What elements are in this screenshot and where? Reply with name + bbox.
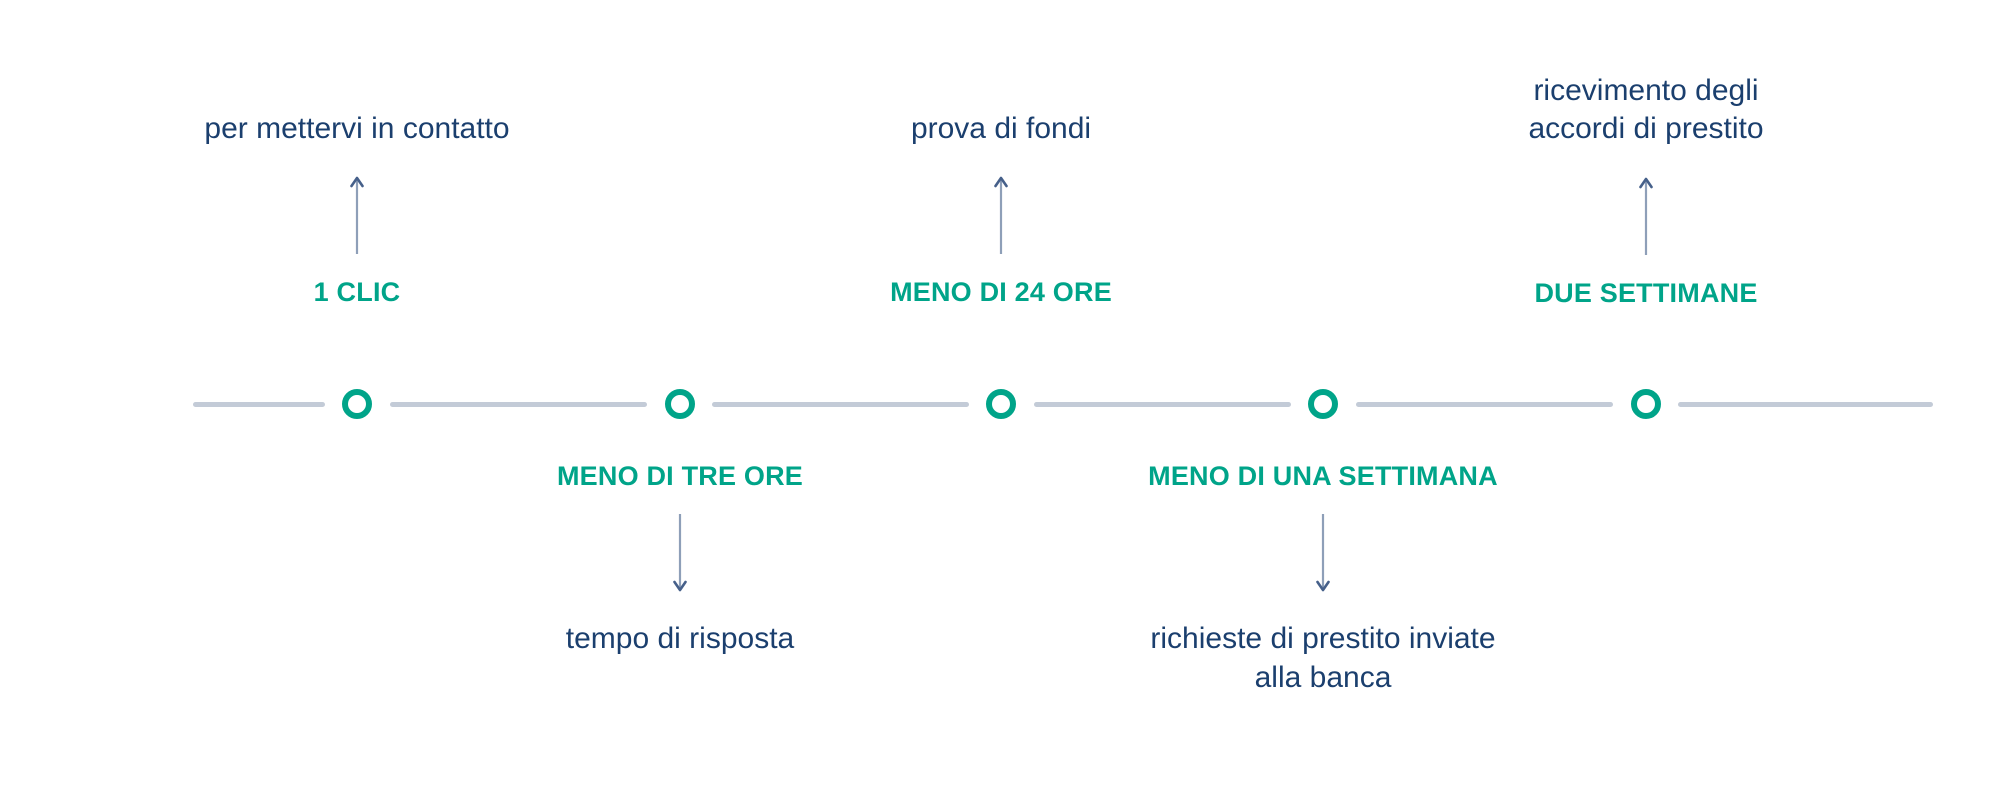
arrow-up-icon — [350, 177, 364, 255]
arrow-down-icon — [673, 514, 687, 592]
axis-segment — [390, 402, 647, 407]
stage-description-1: per mettervi in contatto — [204, 112, 510, 145]
axis-segment — [1678, 402, 1933, 407]
stage-description-3: prova di fondi — [910, 112, 1092, 145]
timeline-stage-1: per mettervi in contatto 1 CLIC — [77, 110, 637, 309]
stage-description-2: tempo di risposta — [565, 622, 795, 656]
stage-description-4: richieste di prestito inviate alla banca — [1150, 622, 1496, 694]
timeline-stage-2: MENO DI TRE ORE tempo di risposta — [400, 460, 960, 659]
timeline-node-dot-4[interactable] — [1308, 389, 1338, 419]
timeline-node-dot-1[interactable] — [342, 389, 372, 419]
timeline-stage-5: ricevimento degli accordi di prestito DU… — [1366, 72, 1926, 309]
axis-segment — [193, 402, 325, 407]
stage-duration-2: MENO DI TRE ORE — [556, 461, 803, 491]
timeline-node-dot-2[interactable] — [665, 389, 695, 419]
stage-duration-3: MENO DI 24 ORE — [890, 277, 1112, 308]
axis-segment — [712, 402, 969, 407]
arrow-down-icon — [1316, 514, 1330, 592]
stage-description-5: ricevimento degli accordi di prestito — [1528, 74, 1764, 146]
arrow-up-icon — [994, 177, 1008, 255]
axis-segment — [1034, 402, 1291, 407]
stage-duration-1: 1 CLIC — [313, 277, 401, 308]
timeline-node-dot-3[interactable] — [986, 389, 1016, 419]
timeline-stage-3: prova di fondi MENO DI 24 ORE — [721, 110, 1281, 309]
axis-segment — [1356, 402, 1613, 407]
timeline-node-dot-5[interactable] — [1631, 389, 1661, 419]
arrow-up-icon — [1639, 177, 1653, 255]
timeline-stage-4: MENO DI UNA SETTIMANA richieste di prest… — [1043, 460, 1603, 697]
stage-duration-5: DUE SETTIMANE — [1534, 277, 1758, 308]
stage-duration-4: MENO DI UNA SETTIMANA — [1148, 461, 1498, 491]
